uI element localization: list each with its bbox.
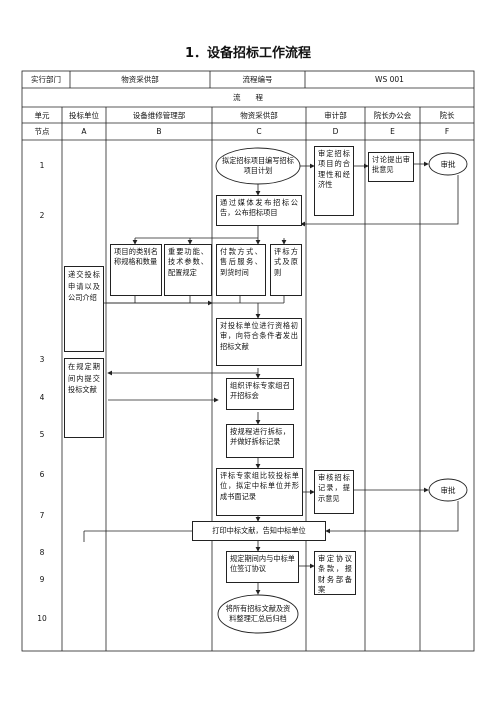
approve-circle-1 — [428, 152, 468, 176]
flow-label: 流 程 — [233, 93, 263, 102]
node-f: F — [444, 127, 450, 136]
row-number: 9 — [39, 575, 45, 584]
publish-box: 通过媒体发布招标公告，公布招标项目 — [216, 195, 302, 226]
audit-project-box: 审定招标项目的合理性和经济性 — [314, 146, 354, 216]
unit-c: 物资采供部 — [240, 110, 278, 120]
approve-node-1: 审批 — [440, 159, 456, 169]
node-b: B — [156, 127, 162, 136]
discuss-box: 讨论提出审批意见 — [368, 152, 414, 182]
row-number: 10 — [37, 614, 47, 623]
notify-box: 打印中标文献，告知中标单位 — [192, 521, 326, 541]
row-number: 5 — [39, 430, 45, 439]
evaluation-box: 评标方式及原则 — [270, 244, 302, 296]
code-value: WS 001 — [375, 75, 404, 84]
approve-node-2: 审批 — [440, 485, 456, 495]
row-number: 2 — [39, 211, 45, 220]
open-bid-box: 按规程进行拆标，并做好拆标记录 — [226, 424, 294, 458]
submit-box: 在规定期间内提交投标文献 — [64, 358, 104, 438]
dept-value: 物资采供部 — [121, 75, 159, 84]
unit-a: 投标单位 — [69, 110, 99, 120]
page-title: 1．设备招标工作流程 — [184, 46, 312, 61]
code-label: 流程编号 — [242, 75, 273, 84]
unit-f: 院长 — [439, 110, 455, 120]
spec-tech-box: 重要功能、技术参数、配置规定 — [164, 244, 212, 296]
compare-box: 评标专家组比较投标单位，拟定中标单位并形成书面记录 — [216, 468, 303, 516]
sign-box: 规定期间内与中标单位签订协议 — [226, 551, 299, 583]
approve-circle-2 — [428, 478, 468, 502]
row-number: 1 — [39, 161, 45, 170]
spec-category-box: 项目的类别名称规格和数量 — [110, 244, 162, 296]
apply-box: 递交投标申请以及公司介绍 — [64, 266, 104, 352]
row-number: 4 — [39, 393, 45, 402]
row-number: 6 — [39, 470, 45, 479]
unit-label: 单元 — [34, 110, 50, 120]
archive-node: 将所有招标文献及资料整理汇总后归档 — [225, 603, 291, 623]
dept-label: 实行部门 — [31, 75, 61, 84]
row-number: 7 — [39, 511, 45, 520]
audit-contract-box: 审定协议条款，报财务部备案 — [314, 551, 356, 595]
node-c: C — [256, 127, 262, 136]
unit-b: 设备维修管理部 — [132, 110, 186, 120]
node-e: E — [390, 127, 395, 136]
payment-box: 付款方式、售后服务、到货时间 — [216, 244, 266, 296]
audit-record-box: 审核招标记录，提示意见 — [314, 470, 354, 514]
prelim-box: 对投标单位进行资格初审，向符合条件者发出招标文献 — [216, 318, 302, 366]
node-label: 节点 — [34, 127, 50, 136]
unit-e: 院长办公会 — [373, 110, 412, 120]
row-number: 3 — [39, 355, 45, 364]
node-d: D — [332, 127, 339, 136]
archive-ellipse — [217, 594, 299, 634]
unit-d: 审计部 — [324, 110, 347, 120]
expert-box: 组织评标专家组召开招标会 — [226, 378, 294, 410]
start-node: 拟定招标项目编写招标项目计划 — [222, 155, 294, 175]
row-number: 8 — [39, 548, 45, 557]
node-a: A — [81, 127, 87, 136]
